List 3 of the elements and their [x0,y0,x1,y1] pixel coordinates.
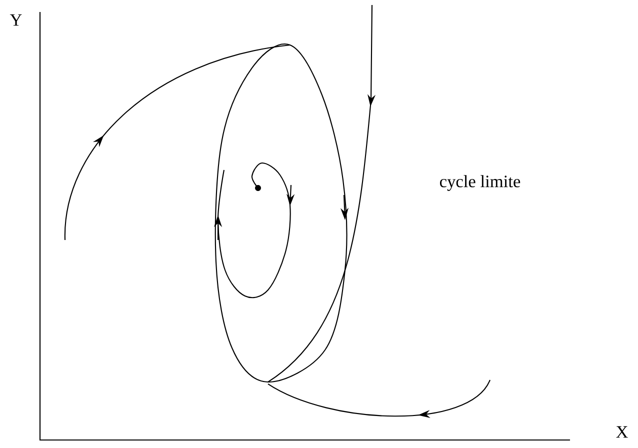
axis-label: Y [10,14,22,26]
curve-label: cycle limite [440,175,520,191]
axis-label: X [616,426,628,438]
